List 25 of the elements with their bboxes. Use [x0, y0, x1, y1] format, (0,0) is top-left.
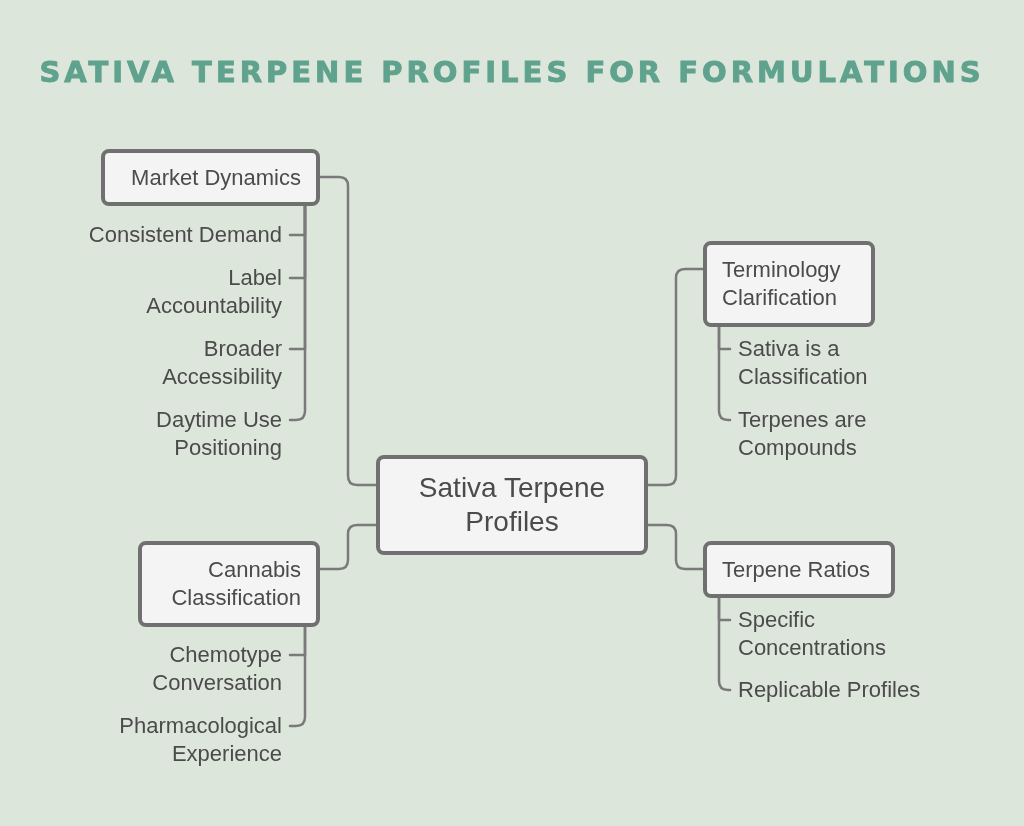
subtopic-label: Chemotype Conversation: [152, 642, 282, 695]
subtopic-label: Specific Concentrations: [738, 607, 886, 660]
topic-box: [138, 541, 320, 627]
connector-line: [646, 267, 705, 487]
connector-line: [646, 523, 705, 571]
subtopic-label: Sativa is a Classification: [738, 336, 868, 389]
topic-box: [703, 541, 895, 598]
subtopic-label: Pharmacological Experience: [119, 713, 282, 766]
subtopic-label: Label Accountability: [146, 265, 282, 318]
central-topic-box: [376, 455, 648, 555]
topic-label: Cannabis Classification: [171, 557, 301, 610]
connector-line: [318, 523, 378, 571]
topic-box: [703, 241, 875, 327]
topic-label: Market Dynamics: [131, 164, 301, 190]
subtopic-label: Consistent Demand: [88, 222, 282, 247]
topic-label: Terpene Ratios: [722, 556, 870, 582]
subtopic-label: Daytime Use Positioning: [156, 407, 282, 460]
subtopic-label: Replicable Profiles: [738, 677, 921, 702]
subtopic-label: Broader Accessibility: [162, 336, 282, 389]
diagram-title: SATIVA TERPENE PROFILES FOR FORMULATIONS: [39, 54, 985, 91]
topic-label: Terminology Clarification: [722, 257, 841, 310]
topic-box: [101, 149, 320, 206]
central-topic-label: Sativa Terpene Profiles: [418, 472, 606, 537]
subtopic-label: Terpenes are Compounds: [738, 407, 867, 460]
connector-line: [318, 175, 378, 487]
